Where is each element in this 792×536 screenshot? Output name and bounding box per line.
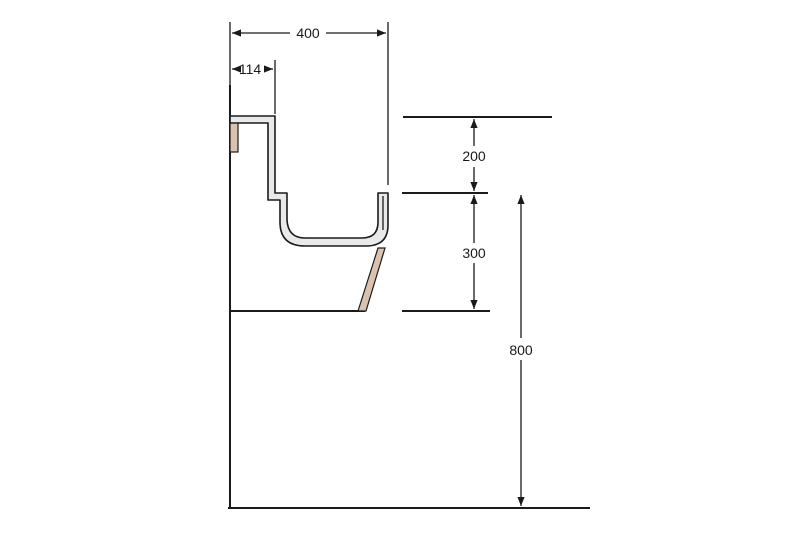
dim-114-label: 114	[239, 61, 262, 77]
front-timber-panel	[357, 247, 386, 312]
dim-400-label: 400	[296, 25, 320, 41]
channel-profile	[229, 115, 389, 247]
dim-200-label: 200	[462, 148, 486, 164]
wall-timber-batten	[229, 119, 239, 153]
dim-800-label: 800	[509, 342, 533, 358]
dim-300-label: 300	[462, 245, 486, 261]
